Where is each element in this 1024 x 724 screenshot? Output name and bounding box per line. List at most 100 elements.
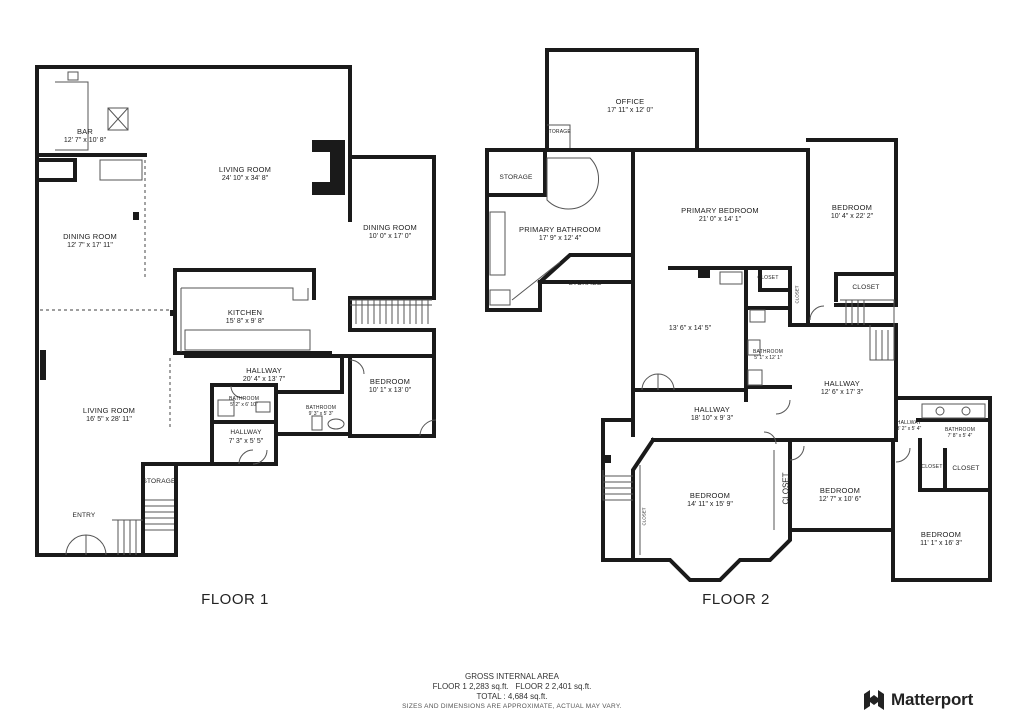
room-dims: 17' 11" x 12' 0" — [607, 107, 653, 114]
matterport-brand: Matterport — [862, 688, 973, 712]
room-name: LIVING ROOM — [82, 406, 136, 415]
room-dims: 5' 2" x 6' 10" — [230, 402, 258, 408]
room-entry: ENTRY — [73, 511, 96, 520]
room-bar: BAR 12' 7" x 10' 8" — [64, 127, 106, 145]
room-dims: 10' 1" x 13' 0" — [368, 387, 412, 394]
room-bedroom-1: BEDROOM 10' 1" x 13' 0" — [369, 377, 411, 395]
room-storage-c: STORAGE — [568, 279, 601, 288]
room-name: HALLWAY — [230, 429, 262, 436]
room-name: BATHROOM — [752, 349, 784, 355]
room-closet-a: CLOSET — [757, 275, 778, 281]
room-dims: 13' 6" x 14' 5" — [668, 325, 712, 332]
room-office: OFFICE 17' 11" x 12' 0" — [607, 97, 653, 115]
room-storage-b: STORAGE — [499, 173, 532, 182]
room-name: STORAGE — [568, 280, 602, 287]
room-dims: 7' 3" x 5' 5" — [228, 438, 264, 445]
floor-1-title: FLOOR 1 — [201, 591, 269, 608]
room-dims: 10' 4" x 22' 2" — [830, 213, 874, 220]
room-storage-1: STORAGE — [142, 477, 175, 486]
room-name: BAR — [76, 127, 94, 136]
room-dims: 24' 10" x 34' 8" — [221, 175, 269, 182]
room-name: CLOSET — [921, 464, 943, 470]
area-floors-line: FLOOR 1 2,283 sq.ft. FLOOR 2 2,401 sq.ft… — [432, 682, 592, 691]
room-closet-b: CLOSET — [794, 285, 800, 304]
room-name: DINING ROOM — [363, 223, 417, 232]
room-closet-c: CLOSET — [852, 283, 879, 292]
room-primary-bathroom: PRIMARY BATHROOM 17' 9" x 12' 4" — [519, 225, 601, 243]
room-name: HALLWAY — [246, 366, 282, 375]
room-name: BEDROOM — [920, 530, 962, 539]
room-dims: 18' 10" x 9' 3" — [690, 415, 734, 422]
room-dining-room-right: DINING ROOM 10' 0" x 17' 0" — [363, 223, 417, 241]
room-bedroom-2c: BEDROOM 12' 7" x 10' 6" — [819, 486, 861, 504]
room-bathroom-2a: BATHROOM 5' 1" x 12' 1" — [753, 349, 783, 361]
room-dims: 20' 4" x 13' 7" — [242, 376, 286, 383]
room-dims: 12' 6" x 17' 3" — [820, 389, 864, 396]
room-dims: 16' 5" x 28' 11" — [86, 416, 132, 423]
room-primary-bedroom: PRIMARY BEDROOM 21' 0" x 14' 1" — [681, 206, 759, 224]
floor-2-title: FLOOR 2 — [702, 591, 770, 608]
room-name: STORAGE — [545, 129, 571, 135]
room-kitchen: KITCHEN 15' 8" x 9' 8" — [226, 308, 264, 326]
room-bedroom-2a: BEDROOM 10' 4" x 22' 2" — [831, 203, 873, 221]
room-hallway-2b: HALLWAY 18' 10" x 9' 3" — [691, 405, 733, 423]
room-name: CLOSET — [757, 275, 779, 281]
room-closet-f: CLOSET — [921, 464, 942, 470]
room-name: BATHROOM — [228, 396, 260, 402]
floor-2-walls — [485, 48, 992, 582]
room-dims: 9' 3" x 5' 3" — [308, 411, 334, 417]
room-bathroom-2b: BATHROOM 7' 8" x 5' 4" — [945, 427, 975, 439]
room-dims: 10' 0" x 17' 0" — [368, 233, 412, 240]
room-name: HALLWAY — [896, 420, 922, 426]
room-storage-a: STORAGE — [545, 129, 571, 135]
room-dims: 5' 1" x 12' 1" — [754, 355, 782, 361]
room-dims: 14' 11" x 15' 9" — [687, 501, 733, 508]
floor-1-walls — [35, 65, 437, 557]
room-living-room-2: LIVING ROOM 16' 5" x 28' 11" — [83, 406, 135, 424]
room-name: STORAGE — [499, 174, 533, 181]
room-unnamed: 13' 6" x 14' 5" — [669, 324, 711, 333]
area-disclaimer: SIZES AND DIMENSIONS ARE APPROXIMATE, AC… — [402, 703, 622, 710]
matterport-logo-icon — [864, 690, 884, 710]
room-name: HALLWAY — [694, 405, 730, 414]
room-name: BEDROOM — [831, 203, 873, 212]
room-closet-d: CLOSET — [641, 507, 647, 526]
room-dims: 17' 9" x 12' 4" — [538, 235, 582, 242]
room-name: PRIMARY BEDROOM — [681, 206, 759, 215]
room-living-room-main: LIVING ROOM 24' 10" x 34' 8" — [219, 165, 271, 183]
room-dims: 7' 8" x 5' 4" — [947, 433, 973, 439]
room-bedroom-2d: BEDROOM 11' 1" x 16' 3" — [920, 530, 962, 548]
room-dining-room-left: DINING ROOM 12' 7" x 17' 11" — [63, 232, 117, 250]
room-name: PRIMARY BATHROOM — [519, 225, 601, 234]
room-closet-g: CLOSET — [952, 464, 979, 473]
room-name: LIVING ROOM — [218, 165, 272, 174]
room-hallway-2: HALLWAY 7' 3" x 5' 5" — [229, 428, 264, 446]
room-hallway-2c: HALLWAY 3' 2" x 5' 4" — [897, 420, 922, 432]
area-heading: GROSS INTERNAL AREA — [465, 672, 559, 681]
room-name: BEDROOM — [369, 377, 411, 386]
room-hallway-2a: HALLWAY 12' 6" x 17' 3" — [821, 379, 863, 397]
brand-name: Matterport — [891, 690, 974, 709]
gross-area-block: GROSS INTERNAL AREA FLOOR 1 2,283 sq.ft.… — [402, 672, 622, 712]
room-name: HALLWAY — [824, 379, 860, 388]
room-hallway-1: HALLWAY 20' 4" x 13' 7" — [243, 366, 285, 384]
room-dims: 21' 0" x 14' 1" — [698, 216, 742, 223]
room-name: STORAGE — [142, 478, 176, 485]
room-name: BATHROOM — [944, 427, 976, 433]
room-name: BEDROOM — [819, 486, 861, 495]
room-name: CLOSET — [952, 465, 980, 472]
room-dims: 3' 2" x 5' 4" — [896, 426, 922, 432]
room-bathroom-1b: BATHROOM 9' 3" x 5' 3" — [306, 405, 336, 417]
room-name: ENTRY — [72, 512, 96, 519]
room-bathroom-1a: BATHROOM 5' 2" x 6' 10" — [229, 396, 259, 408]
room-dims: 12' 7" x 10' 6" — [818, 496, 862, 503]
room-dims: 12' 7" x 10' 8" — [63, 137, 107, 144]
area-total-line: TOTAL : 4,684 sq.ft. — [476, 692, 548, 701]
room-name: OFFICE — [615, 97, 645, 106]
room-dims: 15' 8" x 9' 8" — [225, 318, 265, 325]
room-name: KITCHEN — [227, 308, 263, 317]
room-dims: 11' 1" x 16' 3" — [920, 540, 962, 547]
room-bedroom-2b: BEDROOM 14' 11" x 15' 9" — [687, 491, 733, 509]
room-name: DINING ROOM — [63, 232, 117, 241]
